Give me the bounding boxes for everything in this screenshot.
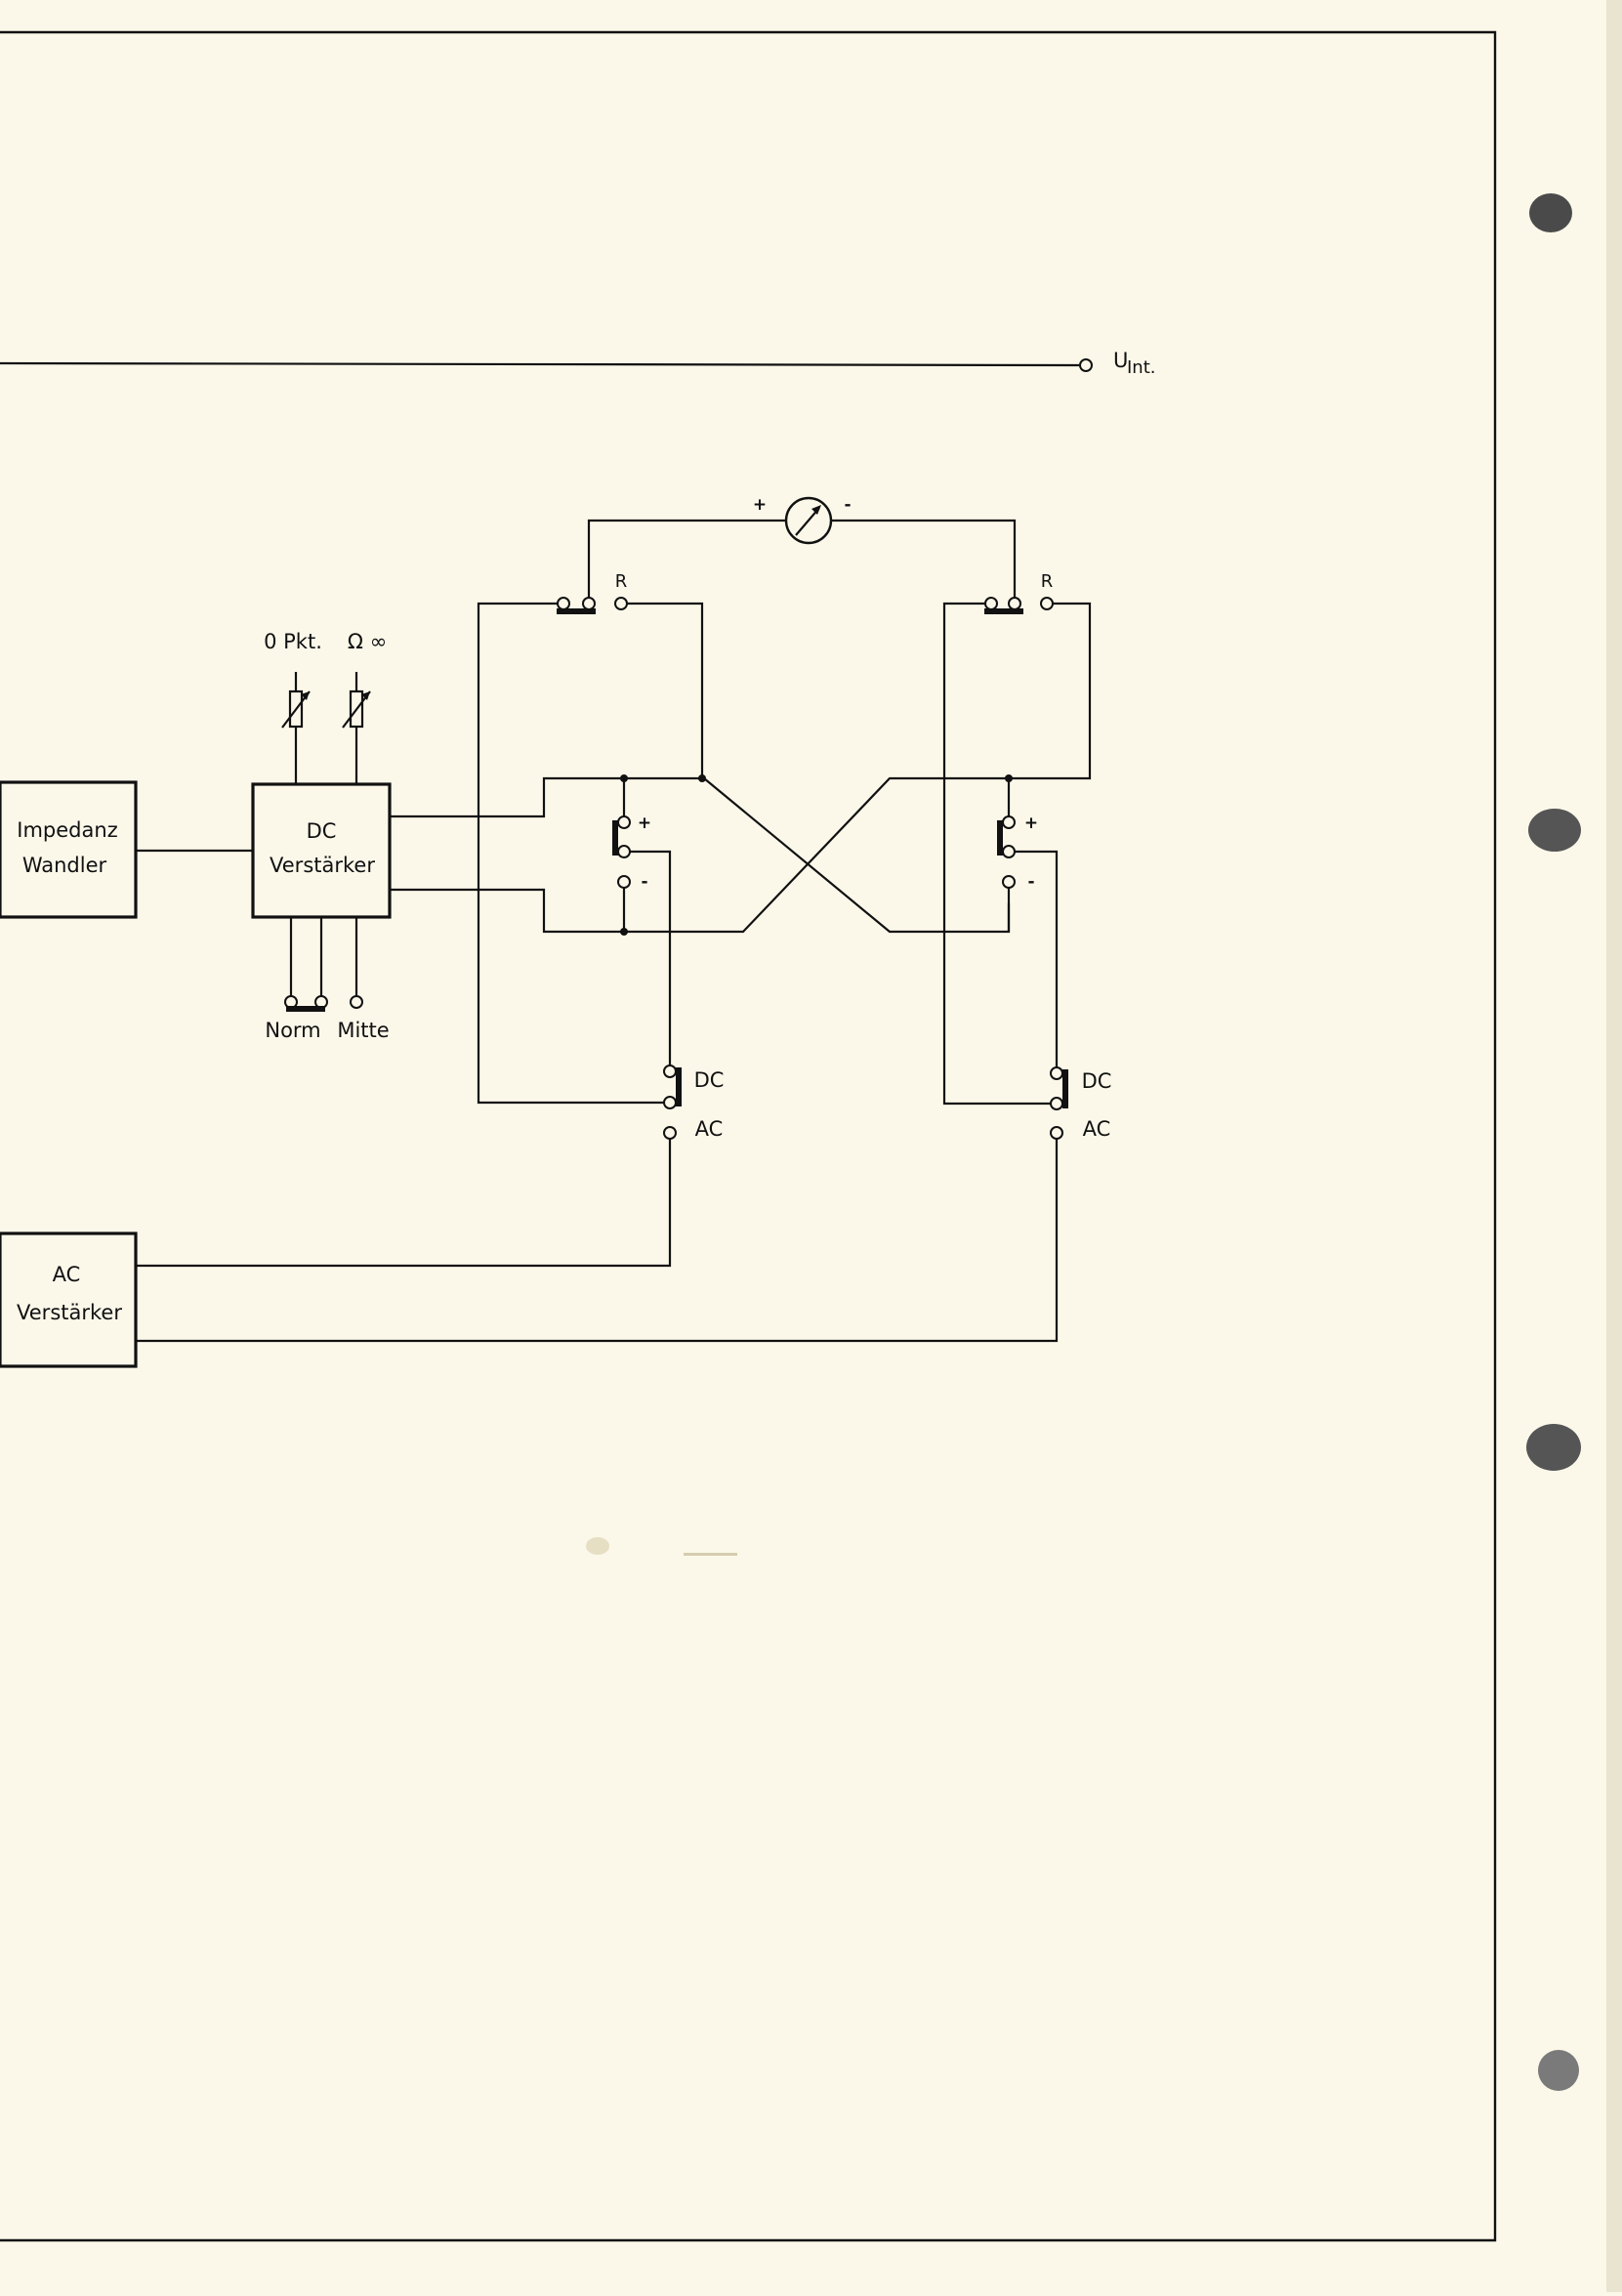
zero-point-label: 0 Pkt. [264, 630, 322, 653]
dc-amplifier-line2: Verstärker [270, 854, 375, 877]
polarity-left-minus: - [641, 872, 647, 892]
mitte-label: Mitte [337, 1019, 389, 1042]
polarity-right-plus: + [1024, 814, 1038, 833]
dc-amplifier-line1: DC [307, 819, 337, 843]
dc-right-label: DC [1082, 1069, 1112, 1093]
zero-point-trimmer: 0 Pkt. [264, 630, 322, 784]
range-left-label: R [615, 571, 628, 592]
ac-amplifier-block: AC Verstärker [0, 1231, 138, 1368]
impedance-converter-block: Impedanz Wandler [0, 780, 138, 919]
ac-amplifier-line2: Verstärker [17, 1301, 122, 1324]
punch-hole [1529, 193, 1572, 232]
punch-hole [1528, 809, 1581, 852]
ac-right-label: AC [1083, 1117, 1111, 1141]
range-right-label: R [1041, 571, 1054, 592]
polarity-right-minus: - [1027, 872, 1034, 892]
paper-stain [586, 1537, 609, 1555]
dc-amplifier-block: DC Verstärker [251, 782, 392, 919]
page-frame [0, 30, 1497, 2242]
punch-hole [1538, 2050, 1579, 2091]
range-switch-right: R [942, 571, 1092, 1106]
meter: + - [587, 495, 1017, 603]
paper-stain [684, 1553, 737, 1556]
polarity-switch-right: + - [997, 774, 1059, 1067]
wire [390, 776, 1011, 934]
supply-label: U [1113, 349, 1128, 372]
polarity-switch-left: + - [612, 774, 672, 1065]
polarity-left-plus: + [638, 814, 651, 833]
dc-left-label: DC [694, 1068, 725, 1092]
range-switch-left: R [477, 571, 706, 1105]
ohm-infinity-trimmer: Ω ∞ [342, 630, 387, 784]
meter-plus-label: + [753, 495, 767, 515]
supply-subscript: Int. [1127, 357, 1156, 378]
norm-mitte-switch: Norm Mitte [265, 917, 390, 1042]
dc-ac-switch-right: DC AC [136, 1066, 1112, 1343]
paper-edge [1606, 0, 1622, 2292]
ac-left-label: AC [695, 1117, 724, 1141]
norm-label: Norm [265, 1019, 320, 1042]
dc-ac-switch-left: DC AC [136, 1065, 725, 1268]
supply-line: U Int. [0, 349, 1156, 378]
ohm-infinity-label: Ω ∞ [348, 630, 387, 653]
meter-minus-label: - [844, 495, 851, 515]
punch-hole [1526, 1424, 1581, 1471]
ac-amplifier-line1: AC [53, 1263, 81, 1286]
impedance-converter-line2: Wandler [22, 854, 107, 877]
impedance-converter-line1: Impedanz [17, 818, 117, 842]
